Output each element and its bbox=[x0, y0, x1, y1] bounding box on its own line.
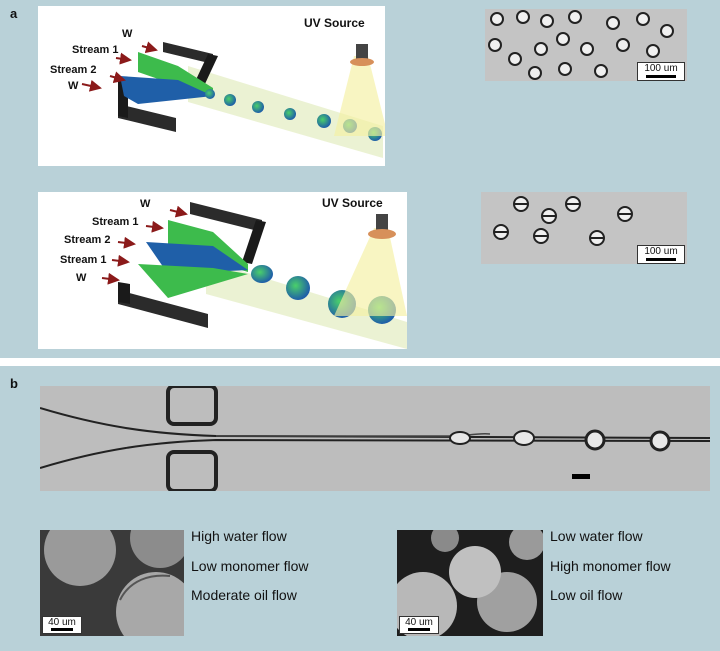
panel-b: b 40 um High water flow Low monomer bbox=[0, 366, 720, 651]
panel-a-label: a bbox=[10, 6, 18, 21]
sem-right-scale-label: 40 um bbox=[405, 617, 433, 628]
scale-label-top: 100 um bbox=[644, 63, 678, 74]
uv-source-label-top: UV Source bbox=[304, 16, 365, 30]
label-w-top-2: W bbox=[140, 198, 151, 210]
uv-source-label-bottom: UV Source bbox=[322, 196, 383, 210]
right-condition-water: Low water flow bbox=[550, 528, 643, 544]
label-w-bottom: W bbox=[68, 80, 79, 92]
scale-label-bottom: 100 um bbox=[644, 246, 678, 257]
left-condition-monomer: Low monomer flow bbox=[191, 558, 309, 574]
bottom-schematic: W Stream 1 Stream 2 Stream 1 W UV Source bbox=[38, 192, 407, 349]
label-w-bottom-2: W bbox=[76, 272, 87, 284]
micrograph-bottom: 100 um bbox=[481, 192, 687, 264]
scale-bar-line-bottom bbox=[646, 258, 676, 261]
scale-bar-top: 100 um bbox=[637, 62, 685, 81]
channel-micrograph bbox=[40, 386, 710, 491]
label-w-top: W bbox=[122, 28, 133, 40]
left-condition-water: High water flow bbox=[191, 528, 287, 544]
panel-b-label: b bbox=[10, 376, 18, 391]
label-stream1-a: Stream 1 bbox=[92, 216, 139, 228]
micrograph-top: 100 um bbox=[485, 9, 687, 81]
micrograph-top-droplets bbox=[488, 10, 674, 80]
scale-bar-line-top bbox=[646, 75, 676, 78]
label-stream1: Stream 1 bbox=[72, 44, 119, 56]
top-schematic: W Stream 1 Stream 2 W UV Source bbox=[38, 6, 385, 166]
left-condition-oil: Moderate oil flow bbox=[191, 587, 297, 603]
top-schematic-drawing bbox=[81, 41, 385, 158]
micrograph-bottom-droplets bbox=[493, 196, 633, 246]
sem-right-scale: 40 um bbox=[399, 616, 439, 634]
sem-right-scale-bar bbox=[408, 628, 430, 631]
sem-image-right: 40 um bbox=[397, 530, 543, 636]
label-stream2-b: Stream 2 bbox=[64, 234, 111, 246]
label-stream1-b: Stream 1 bbox=[60, 254, 107, 266]
sem-image-left: 40 um bbox=[40, 530, 184, 636]
sem-left-scale-bar bbox=[51, 628, 73, 631]
bottom-schematic-drawing bbox=[101, 202, 407, 349]
sem-left-scale-label: 40 um bbox=[48, 617, 76, 628]
panel-a: a bbox=[0, 0, 720, 358]
label-stream2: Stream 2 bbox=[50, 64, 97, 76]
channel-drawing bbox=[40, 386, 710, 491]
sem-left-scale: 40 um bbox=[42, 616, 82, 634]
right-condition-oil: Low oil flow bbox=[550, 587, 623, 603]
scale-bar-bottom: 100 um bbox=[637, 245, 685, 264]
right-condition-monomer: High monomer flow bbox=[550, 558, 671, 574]
sem-left-spheres bbox=[44, 530, 184, 636]
